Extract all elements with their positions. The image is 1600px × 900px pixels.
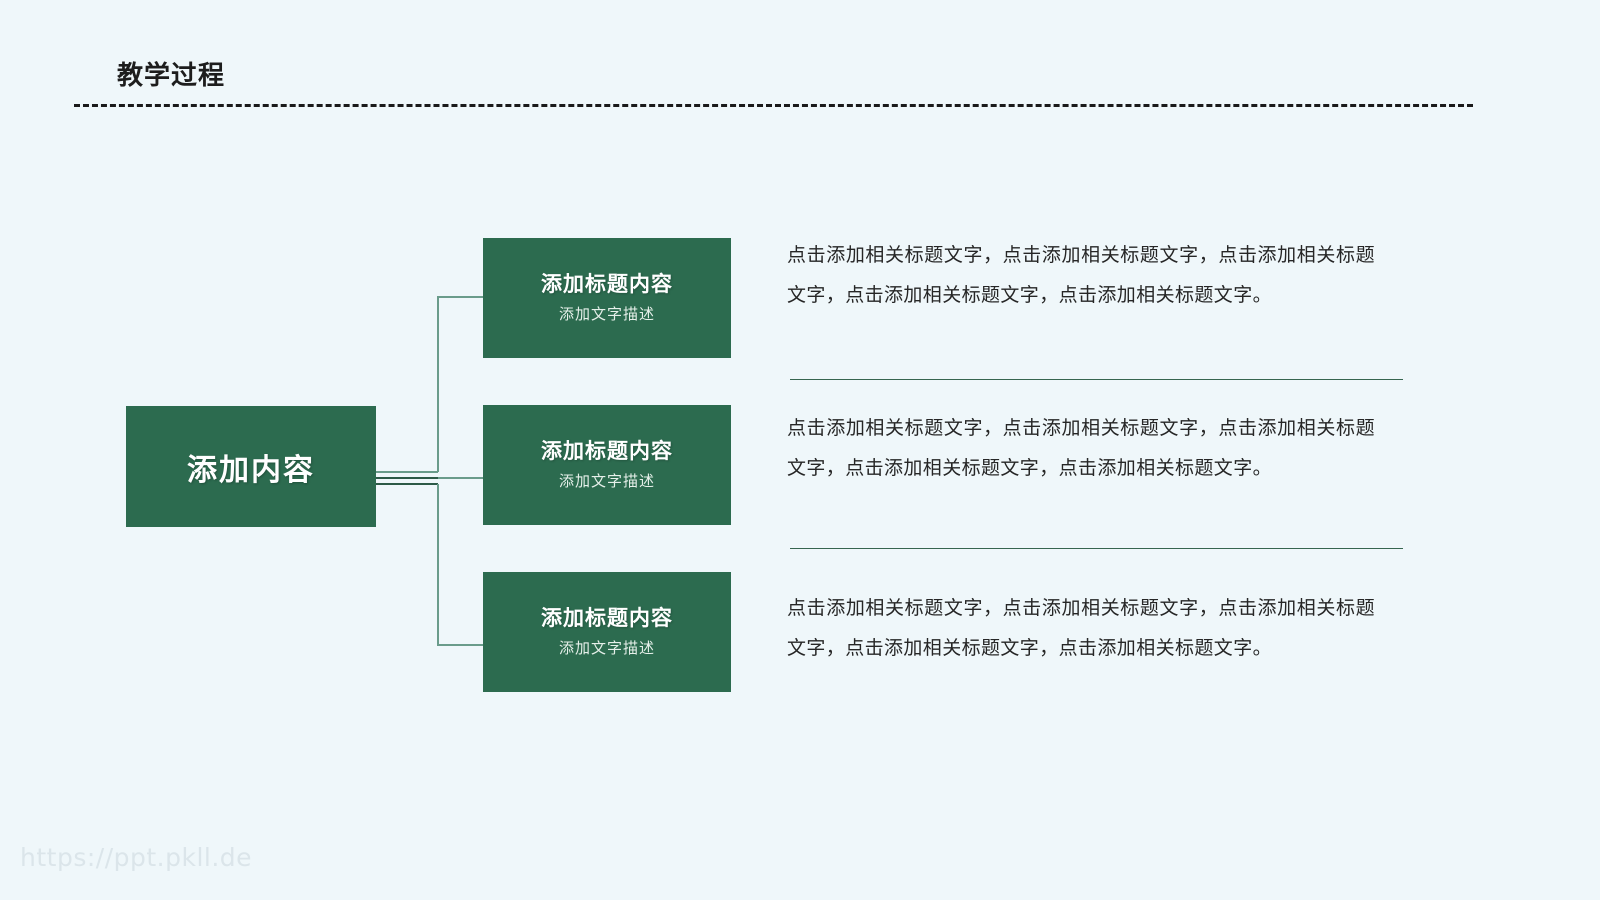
branch-node-title: 添加标题内容 — [541, 607, 673, 631]
page-title: 教学过程 — [117, 60, 226, 90]
header-dashed-divider — [74, 104, 1473, 107]
description-divider — [790, 379, 1403, 380]
branch-node-subtitle: 添加文字描述 — [558, 639, 655, 657]
branch-node-title: 添加标题内容 — [541, 440, 673, 464]
branch-description: 点击添加相关标题文字，点击添加相关标题文字，点击添加相关标题文字，点击添加相关标… — [787, 598, 1375, 659]
description-divider — [790, 548, 1403, 549]
root-node[interactable]: 添加内容 — [126, 406, 376, 527]
branch-node[interactable]: 添加标题内容 添加文字描述 — [483, 238, 731, 358]
root-node-label: 添加内容 — [187, 453, 315, 487]
branch-node-subtitle: 添加文字描述 — [558, 305, 655, 323]
branch-node-title: 添加标题内容 — [541, 273, 673, 297]
branch-node[interactable]: 添加标题内容 添加文字描述 — [483, 405, 731, 525]
slide-header: 教学过程 — [0, 0, 1600, 120]
watermark-url: https://ppt.pkll.de — [20, 843, 253, 872]
branch-description: 点击添加相关标题文字，点击添加相关标题文字，点击添加相关标题文字，点击添加相关标… — [787, 418, 1375, 479]
branch-node[interactable]: 添加标题内容 添加文字描述 — [483, 572, 731, 692]
branch-description: 点击添加相关标题文字，点击添加相关标题文字，点击添加相关标题文字，点击添加相关标… — [787, 245, 1375, 306]
branch-node-subtitle: 添加文字描述 — [558, 472, 655, 490]
